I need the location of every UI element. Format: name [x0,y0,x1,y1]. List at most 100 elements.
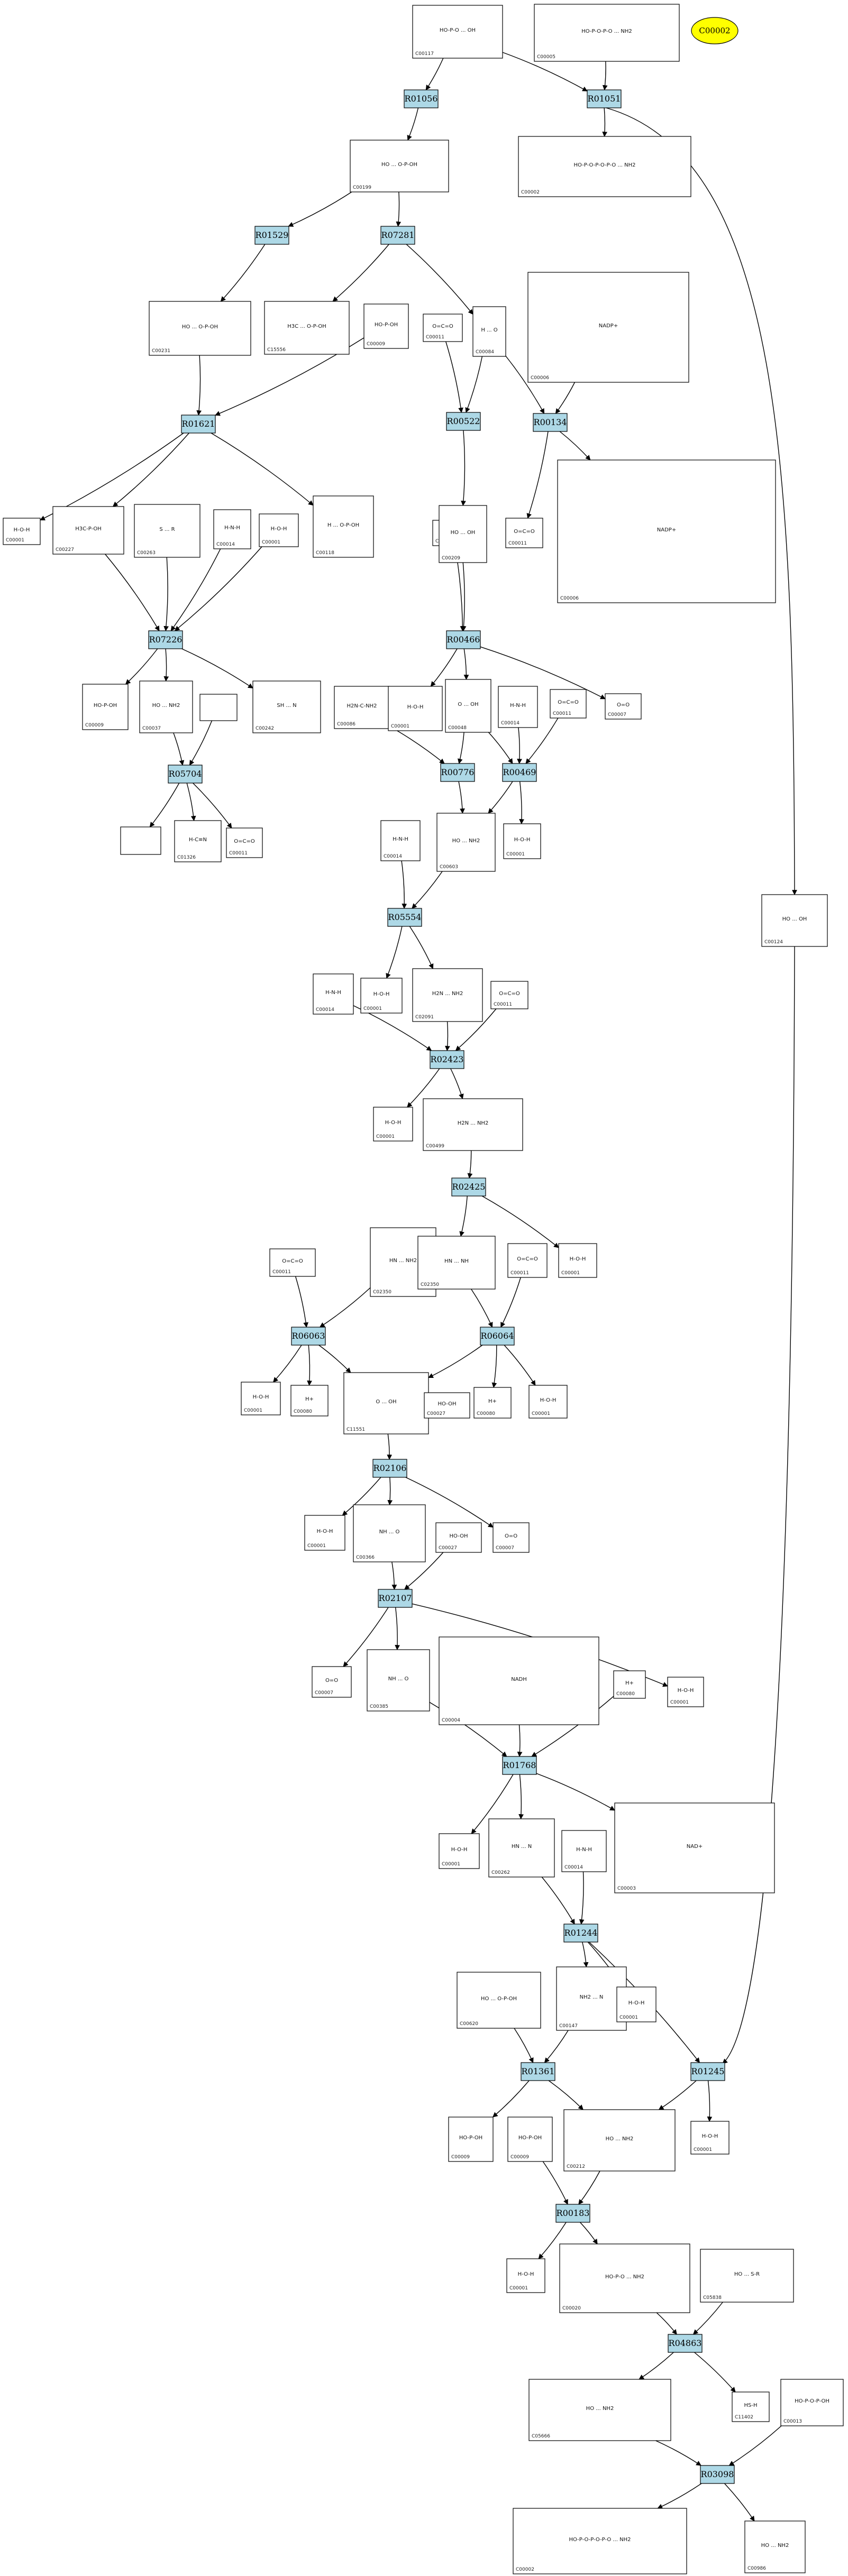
compound-box[interactable] [550,689,587,719]
compound-box[interactable] [199,694,238,721]
compound-box[interactable] [690,2121,730,2155]
reaction-R07281[interactable]: R07281 [380,226,415,245]
compound-box[interactable] [503,823,541,859]
compound-box[interactable] [423,1098,523,1151]
reaction-box[interactable] [446,630,481,649]
compound-box[interactable] [367,1649,430,1712]
compound-box[interactable] [528,1385,568,1419]
compound-box[interactable] [439,1833,480,1869]
compound-box[interactable] [139,680,193,733]
highlight-ellipse[interactable] [691,17,738,44]
reaction-R06064[interactable]: R06064 [480,1327,515,1346]
compound-box[interactable] [313,495,374,558]
reaction-box[interactable] [690,2062,725,2081]
compound-box[interactable] [558,1243,597,1278]
compound-box[interactable] [614,1802,775,1893]
reaction-box[interactable] [380,226,415,245]
reaction-box[interactable] [404,89,439,108]
reaction-box[interactable] [181,415,216,434]
reaction-box[interactable] [291,1327,326,1346]
compound-box[interactable] [174,820,222,862]
compound-blank1[interactable] [199,694,238,721]
compound-box[interactable] [412,5,503,59]
compound-box[interactable] [561,1830,607,1872]
compound-box[interactable] [436,813,496,872]
highlight-node[interactable]: C00002 [691,17,738,44]
reaction-box[interactable] [446,412,481,431]
reaction-box[interactable] [254,226,289,245]
compound-box[interactable] [667,1677,704,1707]
reaction-R00134[interactable]: R00134 [533,413,568,432]
reaction-box[interactable] [480,1327,515,1346]
reaction-box[interactable] [563,1924,598,1943]
compound-box[interactable] [744,2520,806,2573]
reaction-box[interactable] [378,1589,413,1608]
compound-c006b[interactable]: NADP+C00006 [557,459,776,603]
compound-box[interactable] [557,459,776,603]
compound-box[interactable] [506,2258,545,2293]
reaction-R02425[interactable]: R02425 [451,1177,486,1197]
compound-box[interactable] [3,518,41,545]
compound-box[interactable] [363,303,409,349]
compound-c080a[interactable]: H+C00080 [290,1385,329,1416]
compound-box[interactable] [388,686,443,731]
compound-box[interactable] [448,2117,494,2162]
compound-box[interactable] [457,1972,541,2029]
compound-box[interactable] [241,1382,281,1415]
compound-c080c[interactable]: H+C00080 [613,1670,646,1699]
compound-box[interactable] [350,140,449,192]
compound-box[interactable] [360,978,403,1014]
compound-box[interactable] [259,513,299,547]
compound-box[interactable] [761,894,828,947]
compound-box[interactable] [439,1636,599,1725]
compound-box[interactable] [490,981,528,1009]
compound-box[interactable] [732,2391,770,2422]
reaction-R00466[interactable]: R00466 [446,630,481,649]
reaction-box[interactable] [533,413,568,432]
reaction-R01051[interactable]: R01051 [587,89,622,108]
reaction-R00776[interactable]: R00776 [440,763,475,782]
reaction-R02107[interactable]: R02107 [378,1589,413,1608]
reaction-R01529[interactable]: R01529 [254,226,289,245]
reaction-R00183[interactable]: R00183 [555,2204,590,2223]
reaction-box[interactable] [451,1177,486,1197]
compound-box[interactable] [559,2243,690,2313]
compound-box[interactable] [134,504,200,558]
compound-box[interactable] [488,1818,555,1878]
reaction-box[interactable] [440,763,475,782]
compound-box[interactable] [616,1986,656,2022]
reaction-R06063[interactable]: R06063 [291,1327,326,1346]
